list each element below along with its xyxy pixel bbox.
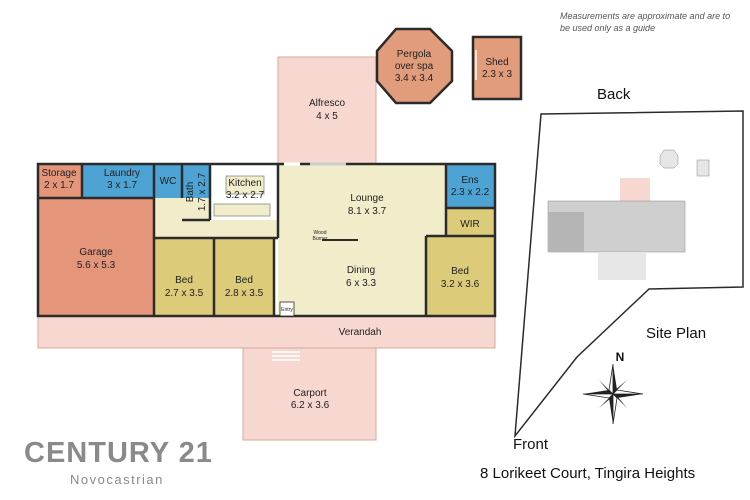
laundry-room (82, 164, 154, 198)
wc-name: WC (160, 176, 177, 187)
bed2-name: Bed (235, 275, 253, 286)
brand-logo: CENTURY 21 (24, 437, 213, 469)
bed1-room (154, 238, 214, 316)
kitchen-island (213, 203, 271, 217)
site-front-label: Front (513, 436, 549, 453)
burner-line2: Burner (312, 236, 327, 242)
garage-room (38, 198, 154, 316)
pergola-area (375, 27, 454, 105)
bath-name: Bath (185, 182, 196, 203)
bed2-size: 2.8 x 3.5 (225, 288, 264, 299)
alfresco-area (277, 56, 377, 165)
entry-box (279, 301, 295, 317)
storage-name: Storage (41, 168, 76, 179)
carport-size: 6.2 x 3.6 (291, 400, 330, 411)
shed-area (471, 35, 523, 101)
storage-room (38, 164, 82, 198)
ens-name: Ens (461, 175, 478, 186)
kitchen-name: Kitchen (228, 178, 261, 189)
alfresco-size: 4 x 5 (316, 111, 338, 122)
kitchen-size: 3.2 x 2.7 (226, 190, 265, 201)
alfresco-name: Alfresco (309, 98, 346, 109)
lounge-size: 8.1 x 3.7 (348, 206, 387, 217)
lounge-dining-room (278, 164, 446, 316)
walls (36, 162, 497, 318)
ens-room (446, 164, 495, 208)
site-back-label: Back (597, 86, 631, 103)
brand-office: Novocastrian (70, 472, 164, 487)
laundry-name: Laundry (104, 168, 140, 179)
bed3-name: Bed (451, 266, 469, 277)
bed2-room (214, 238, 274, 316)
compass-north-label: N (616, 350, 625, 364)
compass-rose: N (582, 350, 644, 425)
property-address: 8 Lorikeet Court, Tingira Heights (480, 465, 696, 482)
bed3-size: 3.2 x 3.6 (441, 279, 480, 290)
steps (272, 351, 300, 361)
wc-room (154, 164, 182, 198)
bed3-room (426, 236, 495, 316)
wir-name: WIR (460, 219, 479, 230)
verandah-name: Verandah (339, 327, 382, 338)
wir-room (446, 208, 495, 236)
pergola-line2: over spa (395, 61, 434, 72)
disclaimer: Measurements are approximate and are to … (560, 11, 731, 33)
shed-size: 2.3 x 3 (482, 69, 512, 80)
garage-name: Garage (79, 247, 113, 258)
verandah-area (37, 315, 496, 349)
carport-area (242, 347, 377, 441)
site-plan-label: Site Plan (646, 325, 707, 342)
pergola-name: Pergola (397, 49, 432, 60)
kitchen-bench (225, 175, 265, 195)
storage-size: 2 x 1.7 (44, 180, 74, 191)
bath-size: 1.7 x 2.7 (197, 172, 208, 211)
site-house-mini (547, 149, 710, 280)
carport-name: Carport (293, 388, 327, 399)
bed1-size: 2.7 x 3.5 (165, 288, 204, 299)
entry-label: Entry (281, 307, 293, 313)
laundry-size: 3 x 1.7 (107, 180, 137, 191)
shed-name: Shed (485, 57, 508, 68)
bed1-name: Bed (175, 275, 193, 286)
burner-line1: Wood (314, 230, 327, 236)
garage-size: 5.6 x 5.3 (77, 260, 116, 271)
dining-name: Dining (347, 265, 375, 276)
pergola-size: 3.4 x 3.4 (395, 73, 434, 84)
ens-size: 2.3 x 2.2 (451, 187, 490, 198)
lounge-name: Lounge (350, 193, 384, 204)
dining-size: 6 x 3.3 (346, 278, 376, 289)
